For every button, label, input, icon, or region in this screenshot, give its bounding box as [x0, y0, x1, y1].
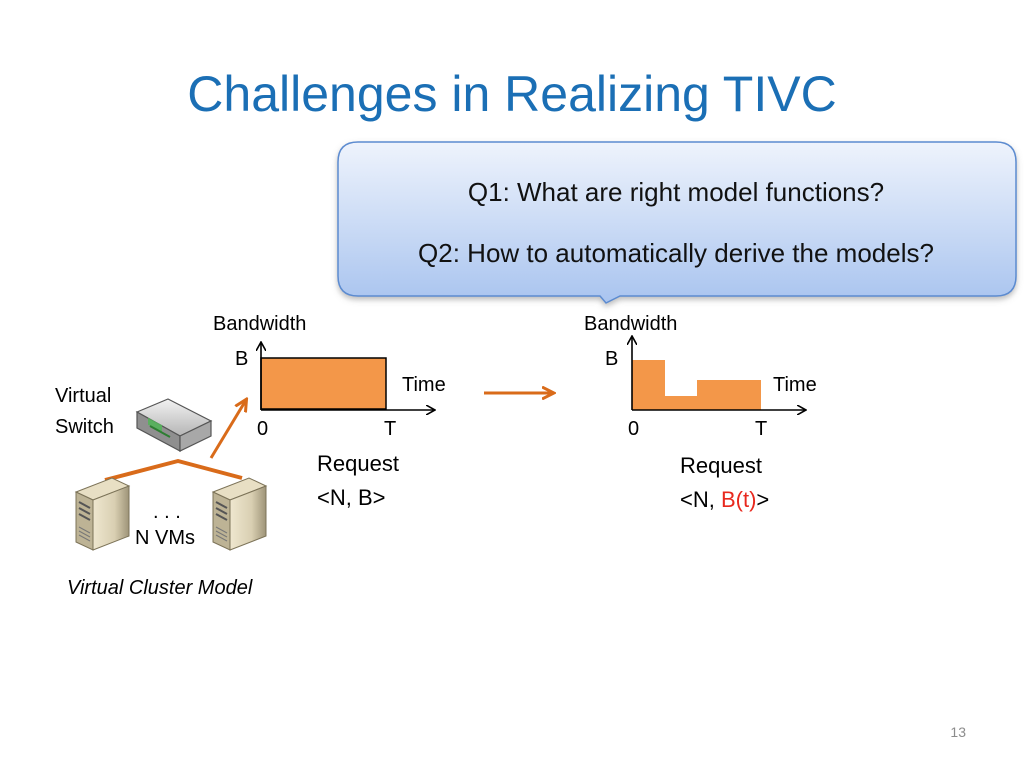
right-request-suffix: > — [756, 487, 770, 512]
server-tower-icon — [74, 477, 131, 551]
left-chart-x-tick-end: T — [384, 418, 397, 440]
right-chart-x-tick-start: 0 — [628, 418, 640, 440]
left-chart-x-tick-start: 0 — [257, 418, 269, 440]
right-chart-x-tick-end: T — [755, 418, 768, 440]
vm-count-label: N VMs — [135, 527, 195, 549]
right-request-value: <N, B(t)> — [680, 486, 769, 514]
switch-to-chart-arrow — [209, 400, 246, 459]
callout-bubble — [337, 141, 1017, 304]
left-request-value: <N, B> — [317, 485, 386, 510]
vm-link-lines — [104, 459, 243, 482]
right-chart-step-1 — [632, 360, 665, 410]
switch-label-line2: Switch — [55, 416, 114, 438]
callout-question-2: Q2: How to automatically derive the mode… — [418, 238, 934, 268]
right-chart-y-label: Bandwidth — [584, 313, 678, 335]
left-chart-x-label: Time — [402, 374, 446, 396]
page-number: 13 — [950, 724, 966, 740]
right-chart-y-tick: B — [605, 348, 619, 370]
left-chart-y-label: Bandwidth — [213, 313, 307, 335]
switch-label-line1: Virtual — [55, 385, 112, 407]
right-chart-step-2 — [665, 396, 697, 410]
vm-ellipsis: . . . — [153, 501, 181, 523]
right-chart-x-label: Time — [773, 374, 817, 396]
right-bandwidth-chart — [632, 337, 805, 410]
left-chart-bar — [260, 357, 387, 410]
slide-title: Challenges in Realizing TIVC — [187, 66, 837, 122]
left-request-label: Request — [317, 451, 399, 476]
right-request-label: Request — [680, 453, 762, 478]
left-chart-y-tick: B — [235, 348, 249, 370]
network-switch-icon — [135, 398, 213, 453]
right-chart-step-3 — [697, 380, 761, 410]
right-request-highlight: B(t) — [720, 487, 757, 512]
right-request-prefix: <N, — [680, 487, 721, 512]
callout-question-1: Q1: What are right model functions? — [467, 177, 885, 207]
server-tower-icon — [211, 477, 268, 551]
left-bandwidth-chart — [261, 343, 434, 410]
cluster-model-caption: Virtual Cluster Model — [67, 577, 253, 599]
